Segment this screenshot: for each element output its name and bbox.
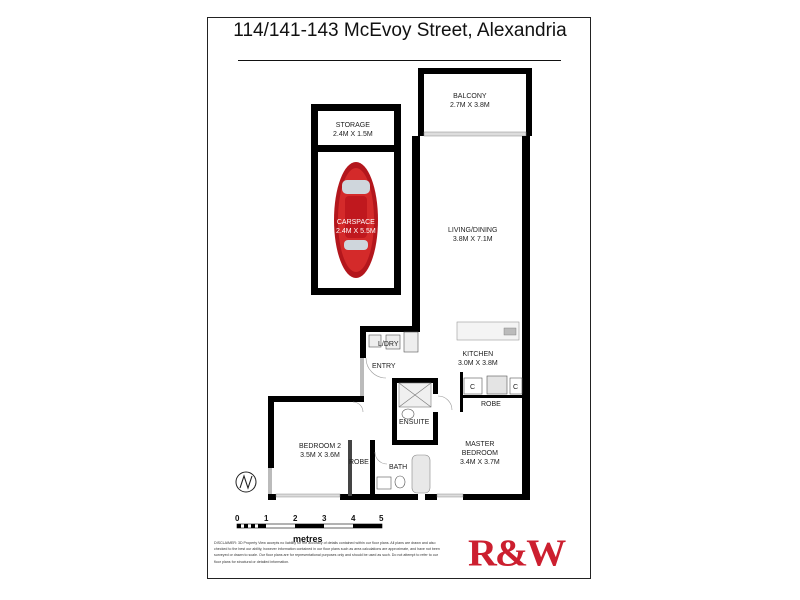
- scale-tick-4: 4: [351, 514, 356, 523]
- scale-tick-3: 3: [322, 514, 327, 523]
- cupboard-right: [509, 377, 523, 395]
- scale-tick-2: 2: [293, 514, 298, 523]
- property-address-title: 114/141-143 McEvoy Street, Alexandria: [233, 20, 567, 41]
- scale-bar: [236, 523, 383, 529]
- scale-tick-5: 5: [379, 514, 384, 523]
- room-name: BALCONY: [453, 93, 487, 100]
- laundry-tub-icon: [368, 334, 382, 348]
- scale-tick-1: 1: [264, 514, 269, 523]
- car-icon: [334, 162, 378, 278]
- room-name: LIVING/DINING: [448, 227, 498, 234]
- room-name: STORAGE: [335, 122, 370, 129]
- north-arrow-icon: [235, 471, 257, 493]
- room-size: 3.5M X 3.6M: [300, 452, 340, 459]
- cupboard-left: [463, 377, 483, 395]
- bath-vanity-icon: [376, 476, 392, 490]
- washer-icon: [385, 334, 401, 350]
- room-laundry: L/DRY: [378, 341, 399, 348]
- apartment-walls: [268, 136, 530, 500]
- room-master-bedroom: MASTER BEDROOM 3.4M X 3.7M: [460, 440, 500, 467]
- cooktop-icon: [486, 375, 508, 395]
- room-size: 2.4M X 1.5M: [333, 131, 373, 138]
- room-size: 2.7M X 3.8M: [450, 102, 490, 109]
- room-bedroom-2: BEDROOM 2 3.5M X 3.6M: [299, 442, 341, 460]
- room-size: 3.8M X 7.1M: [452, 236, 493, 243]
- room-robe-bedroom2: ROBE: [349, 459, 369, 466]
- door-swings: [352, 357, 453, 465]
- cupboard-right-label: C: [513, 384, 519, 391]
- room-name: BEDROOM 2: [299, 443, 342, 450]
- master-window: [436, 493, 464, 498]
- bathtub-icon: [411, 454, 431, 494]
- room-storage: STORAGE 2.4M X 1.5M: [333, 121, 373, 139]
- room-size: 2.4M X 5.5M: [336, 228, 376, 235]
- brand-logo: R&W: [468, 531, 566, 574]
- cupboard-left-label: C: [470, 384, 476, 391]
- room-name: MASTER: [465, 441, 495, 448]
- title-underline: [238, 60, 561, 61]
- room-name: KITCHEN: [462, 351, 494, 358]
- room-entry: ENTRY: [372, 363, 396, 370]
- room-ensuite: ENSUITE: [399, 419, 430, 426]
- room-name: CARSPACE: [336, 219, 375, 226]
- room-kitchen: KITCHEN 3.0M X 3.8M: [458, 350, 498, 368]
- room-size: 3.0M X 3.8M: [458, 360, 498, 367]
- room-size: 3.4M X 3.7M: [460, 459, 500, 466]
- room-carspace: CARSPACE 2.4M X 5.5M: [336, 218, 376, 236]
- room-living-dining: LIVING/DINING 3.8M X 7.1M: [448, 226, 497, 244]
- shower-icon: [398, 382, 432, 408]
- room-balcony: BALCONY 2.7M X 3.8M: [450, 92, 490, 110]
- disclaimer-text: DISCLAIMER: 3D Property View accepts no …: [214, 541, 440, 564]
- room-bath: BATH: [389, 464, 408, 471]
- fridge-space-icon: [403, 331, 419, 353]
- bedroom2-window: [275, 493, 341, 498]
- scale-tick-0: 0: [235, 514, 240, 523]
- kitchen-bench: [456, 321, 520, 341]
- sink-icon: [503, 327, 517, 336]
- room-robe-master: ROBE: [481, 401, 501, 408]
- bath-toilet-icon: [394, 475, 406, 489]
- balcony-walls: [418, 68, 532, 137]
- toilet-icon: [401, 408, 415, 420]
- scale-unit-label: metres: [293, 534, 323, 544]
- room-name-2: BEDROOM: [461, 450, 498, 457]
